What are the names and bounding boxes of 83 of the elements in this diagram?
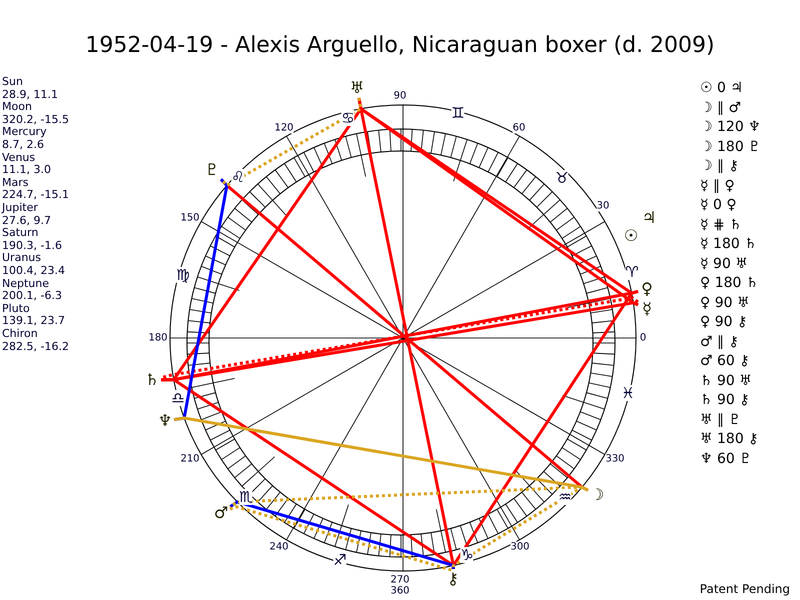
aspect-entry: ☽ 120 ♆	[700, 118, 761, 136]
position-value: 320.2, -15.5	[2, 112, 69, 126]
position-value: 282.5, -16.2	[2, 340, 69, 353]
planet-glyph: ♅	[348, 78, 366, 98]
position-value: 139.1, 23.7	[2, 314, 65, 328]
planet-glyph: ♆	[156, 411, 174, 431]
planet-name: Pluto	[2, 302, 30, 315]
aspect-entry: ☿ ∥ ♀	[700, 176, 735, 194]
aspect-entry: ♅ 180 ⚷	[700, 430, 758, 448]
planet-glyph: ♃	[640, 208, 658, 228]
aspect-entry: ☿ ⋕ ♄	[700, 216, 742, 234]
degree-label: 330	[605, 454, 625, 464]
planet-glyph: ☿	[638, 299, 656, 319]
aspect-entry: ♆ 60 ♇	[700, 450, 752, 468]
chart-title: 1952-04-19 - Alexis Arguello, Nicaraguan boxer (d. 2009)	[84, 32, 716, 60]
zodiac-sign-glyph: ♐	[333, 552, 347, 568]
planet-glyph: ⚷	[444, 569, 462, 589]
aspect-entry: ♀ 180 ♄	[700, 274, 758, 292]
aspect-line	[220, 98, 363, 188]
position-value: 8.7, 2.6	[2, 138, 44, 151]
planet-name: Chiron	[2, 327, 38, 340]
aspect-entry: ☿ 90 ♅	[700, 254, 748, 272]
position-value: 224.7, -15.1	[2, 188, 69, 202]
zodiac-sign-glyph: ♓	[621, 385, 635, 401]
zodiac-sign-glyph: ♍	[176, 267, 190, 283]
degree-label: 30	[596, 200, 610, 212]
aspect-entry: ♄ 90 ⚷	[700, 391, 750, 409]
planet-name: Mars	[2, 176, 28, 189]
degree-label: 120	[274, 122, 294, 134]
degree-label: 360	[390, 586, 410, 596]
planet-name: Jupiter	[2, 201, 38, 214]
zodiac-sign-glyph: ♏	[239, 489, 253, 505]
footer-note: Patent Pending	[700, 582, 790, 596]
zodiac-sign-glyph: ♒	[558, 489, 572, 505]
aspect-entry: ♂ 60 ⚷	[700, 352, 750, 370]
position-value: 27.6, 9.7	[2, 214, 51, 227]
aspect-entry: ☽ 180 ♇	[700, 138, 761, 156]
planet-name: Sun	[2, 75, 23, 88]
aspect-line	[452, 485, 589, 570]
planet-name: Moon	[2, 100, 32, 114]
aspect-entry: ☿ 180 ♄	[700, 235, 757, 253]
position-value: 200.1, -6.3	[2, 289, 62, 302]
planet-glyph: ☉	[622, 226, 640, 246]
aspect-entry: ☉ 0 ♃	[700, 79, 743, 97]
degree-label: 270	[390, 574, 410, 586]
aspect-entry: ♀ 90 ⚷	[700, 313, 748, 331]
zodiac-sign-glyph: ♋	[341, 110, 355, 126]
position-value: 100.4, 23.4	[2, 264, 65, 277]
degree-label: 240	[269, 542, 289, 552]
planet-name: Saturn	[2, 226, 38, 240]
planet-name: Venus	[2, 150, 36, 164]
zodiac-sign-glyph: ♊	[451, 105, 465, 121]
planet-glyph: ♇	[203, 160, 221, 180]
aspect-entry: ☽ ∥ ♂	[700, 98, 742, 116]
zodiac-sign-glyph: ♑	[460, 547, 474, 563]
aspect-line	[174, 416, 589, 492]
degree-label: 180	[148, 332, 168, 344]
aspect-entry: ☿ 0 ♀	[700, 196, 737, 214]
aspect-entry: ☽ ∥ ⚷	[700, 157, 739, 175]
planet-name: Mercury	[2, 125, 47, 138]
degree-label: 90	[394, 90, 406, 102]
planet-name: Uranus	[2, 251, 41, 264]
planet-glyph: ♄	[143, 370, 161, 390]
planet-glyph: ♂	[212, 503, 230, 523]
planet-name: Neptune	[2, 276, 50, 290]
degree-label: 0	[640, 332, 646, 344]
position-value: 190.3, -1.6	[2, 238, 62, 252]
zodiac-sign-glyph: ♎	[171, 390, 185, 406]
degree-label: 210	[180, 454, 200, 464]
zodiac-sign-glyph: ♉	[555, 170, 569, 186]
aspect-entry: ♅ ∥ ♇	[700, 410, 742, 428]
degree-label: 60	[512, 122, 526, 134]
aspect-entry: ♀ 90 ♅	[700, 294, 750, 312]
position-value: 11.1, 3.0	[2, 163, 51, 176]
degree-label: 150	[180, 212, 200, 224]
position-value: 28.9, 11.1	[2, 88, 58, 101]
planet-glyph: ☽	[588, 485, 606, 505]
zodiac-sign-glyph: ♈	[625, 264, 639, 280]
aspect-entry: ♂ ∥ ⚷	[700, 332, 739, 350]
aspect-entry: ♄ 90 ♅	[700, 372, 752, 390]
zodiac-sign-glyph: ♌	[231, 169, 245, 185]
planet-glyph: ♀	[638, 279, 656, 299]
degree-label: 300	[510, 542, 530, 552]
